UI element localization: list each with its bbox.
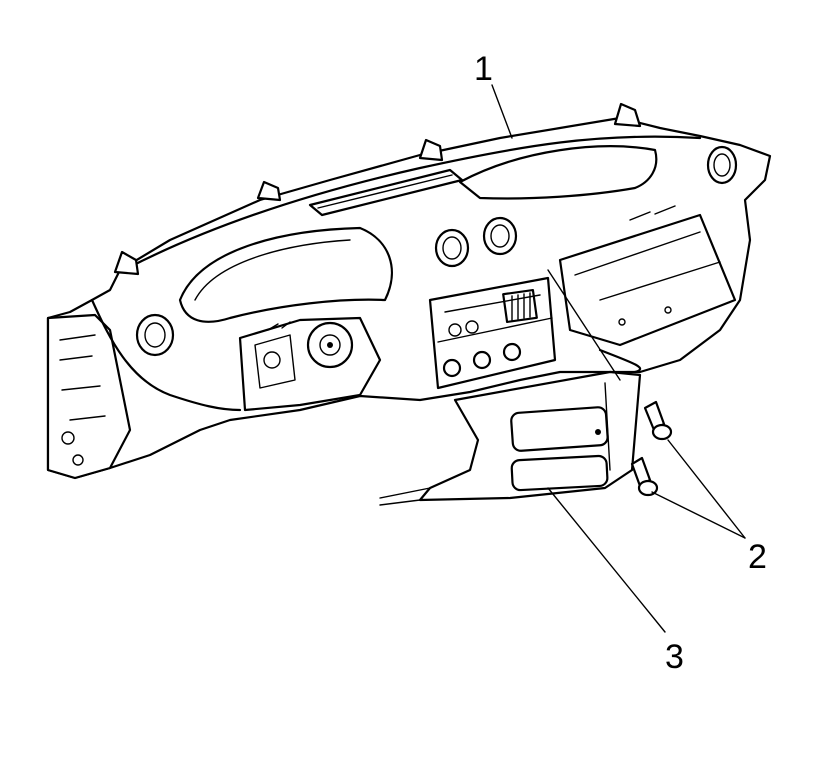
- floor-console: [379, 269, 642, 506]
- leader-lines: [491, 84, 746, 633]
- callout-1: 1: [474, 50, 493, 88]
- console-pocket-lower: [510, 454, 609, 492]
- leader-line-1: [491, 84, 513, 139]
- left-air-vent: [135, 313, 175, 357]
- mounting-tab: [418, 138, 444, 162]
- mounting-tab: [613, 102, 642, 128]
- instrument-panel: [46, 102, 772, 480]
- callout-2: 2: [748, 538, 767, 576]
- console-pocket-upper: [510, 406, 609, 452]
- callout-3: 3: [665, 638, 684, 676]
- leader-line-2b: [651, 491, 746, 539]
- center-air-vent-left: [434, 228, 470, 268]
- bolt-upper: [643, 400, 673, 441]
- glove-box-opening: [558, 213, 737, 347]
- instrument-panel-outline: [46, 116, 772, 480]
- leader-line-2a: [667, 439, 746, 539]
- bolt-lower: [630, 456, 659, 497]
- center-air-vent-right: [482, 216, 518, 256]
- instrument-cluster-opening: [178, 226, 393, 323]
- steering-column-opening: [238, 316, 382, 412]
- right-air-vent: [706, 145, 738, 185]
- bolts: [630, 400, 673, 497]
- left-end-panel: [46, 313, 132, 480]
- mounting-tab: [256, 180, 282, 202]
- leader-line-3: [547, 487, 666, 633]
- mounting-tab: [113, 250, 140, 276]
